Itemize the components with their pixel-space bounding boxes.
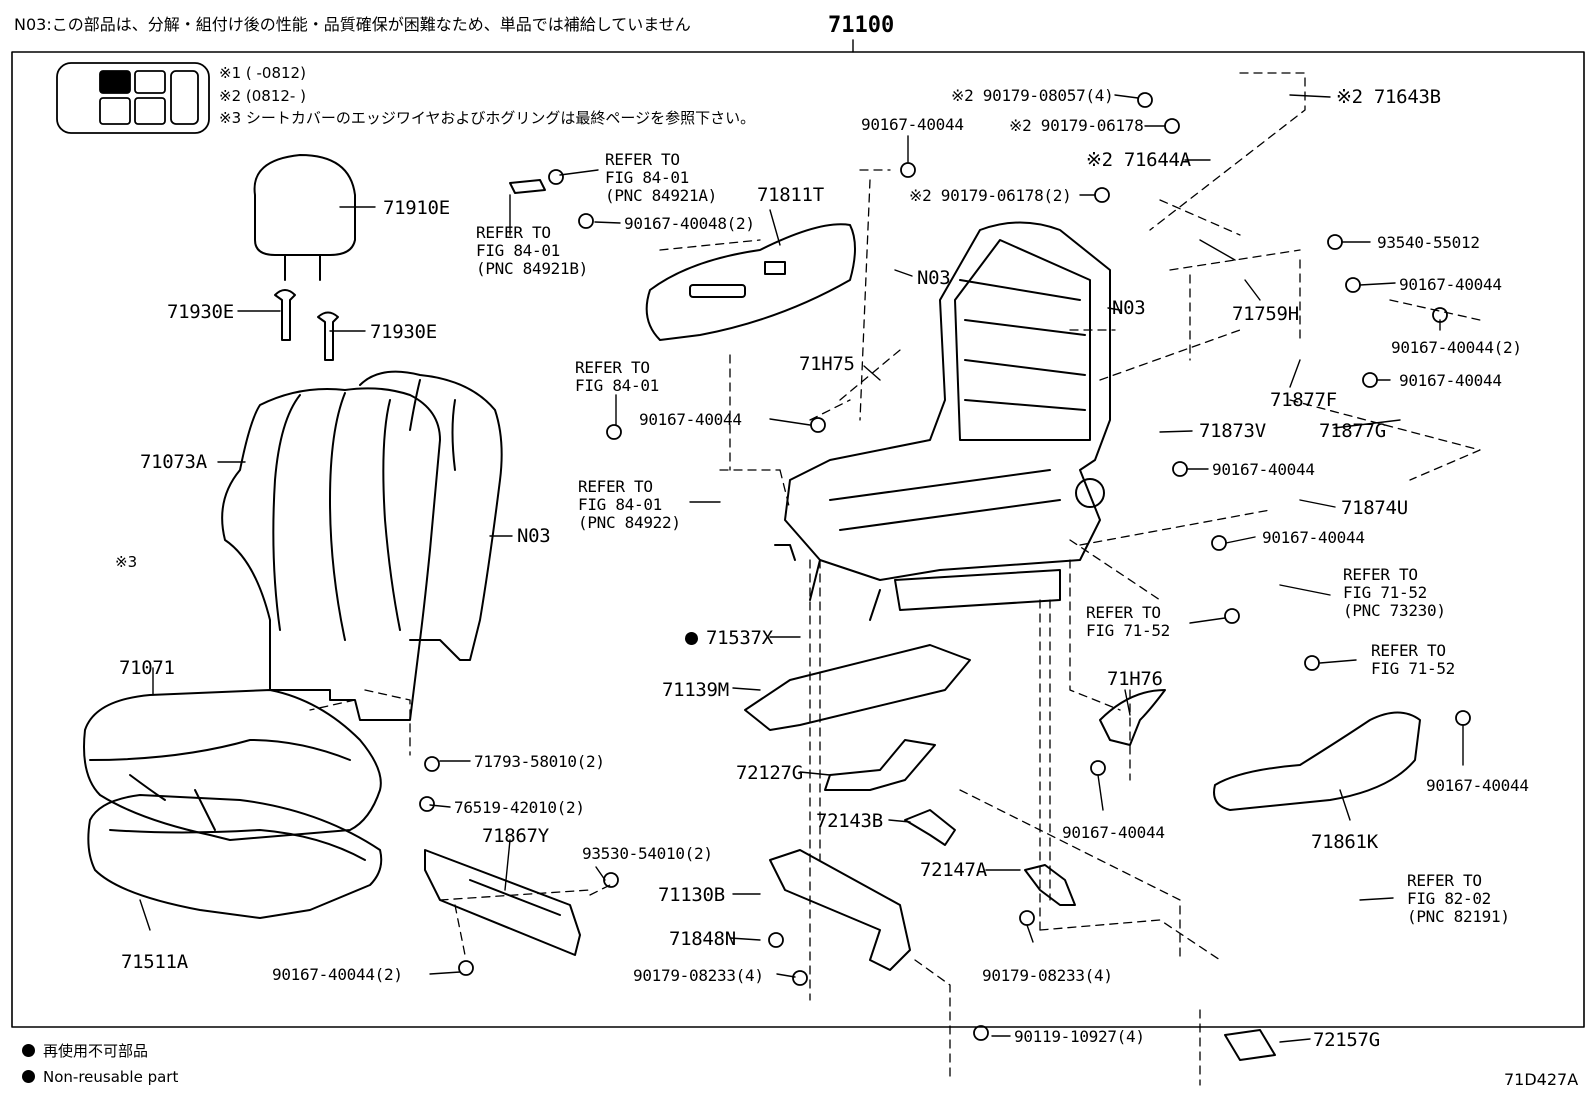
part-label-71930e-2[interactable]: 71930E [370, 321, 437, 343]
seat-frame-drawing [774, 221, 1111, 621]
legend-note-1: ※1 ( -0812) [219, 64, 306, 82]
part-label-90167-40044-r6[interactable]: 90167-40044 [1426, 776, 1529, 795]
note-3-marker: ※3 [115, 553, 138, 571]
part-label-90179-08233-b[interactable]: 90179-08233(4) [982, 966, 1113, 985]
part-label-93540-55012[interactable]: 93540-55012 [1377, 233, 1480, 252]
part-label-72143b[interactable]: 72143B [816, 810, 883, 832]
non-reusable-dot-icon [22, 1044, 35, 1057]
part-label-93530-54010[interactable]: 93530-54010(2) [582, 844, 713, 863]
part-label-71h75[interactable]: 71H75 [799, 353, 855, 375]
headrest-drawing [253, 154, 356, 361]
figure-code: 71D427A [1504, 1070, 1579, 1089]
part-label-72127g[interactable]: 72127G [736, 762, 803, 784]
part-label-71811t[interactable]: 71811T [757, 184, 824, 206]
refer-fig-71-52-b[interactable]: REFER TO FIG 71-52 [1371, 641, 1455, 678]
part-label-90119-10927[interactable]: 90119-10927(4) [1014, 1027, 1145, 1046]
legend-non-reusable-en: Non-reusable part [22, 1068, 178, 1086]
part-label-71874u[interactable]: 71874U [1341, 497, 1408, 519]
assembly-number: 71100 [828, 13, 895, 38]
non-reusable-en-text: Non-reusable part [43, 1068, 179, 1086]
part-label-72157g[interactable]: 72157G [1313, 1029, 1380, 1051]
part-label-71867y[interactable]: 71867Y [482, 825, 549, 847]
part-label-90167-40044-r5[interactable]: 90167-40044 [1262, 528, 1365, 547]
part-label-71511a[interactable]: 71511A [121, 951, 188, 973]
refer-fig-82-02-82191[interactable]: REFER TO FIG 82-02 (PNC 82191) [1407, 871, 1510, 926]
non-reusable-dot-icon [22, 1070, 35, 1083]
part-label-90167-40044-mid[interactable]: 90167-40044 [639, 410, 742, 429]
refer-fig-84-01-84921b[interactable]: REFER TO FIG 84-01 (PNC 84921B) [476, 223, 588, 278]
part-label-90167-40044-r7[interactable]: 90167-40044 [1062, 823, 1165, 842]
part-label-71848n[interactable]: 71848N [669, 928, 736, 950]
side-shield-drawing [509, 179, 856, 341]
part-label-90179-08233-a[interactable]: 90179-08233(4) [633, 966, 764, 985]
refer-fig-84-01[interactable]: REFER TO FIG 84-01 [575, 358, 659, 395]
part-label-71930e[interactable]: 71930E [167, 301, 234, 323]
part-label-71877f[interactable]: 71877F [1270, 389, 1337, 411]
part-label-90167-40044-top[interactable]: 90167-40044 [861, 115, 964, 134]
seat-cushion-cover-drawing [83, 689, 383, 919]
refer-fig-71-52-a[interactable]: REFER TO FIG 71-52 [1086, 603, 1170, 640]
part-label-71877g[interactable]: 71877G [1319, 420, 1386, 442]
refer-fig-71-52-73230[interactable]: REFER TO FIG 71-52 (PNC 73230) [1343, 565, 1446, 620]
refer-fig-84-01-84921a[interactable]: REFER TO FIG 84-01 (PNC 84921A) [605, 150, 717, 205]
part-label-71759h[interactable]: 71759H [1232, 303, 1299, 325]
part-label-90179-06178-b[interactable]: ※2 90179-06178(2) [909, 186, 1072, 205]
part-label-n03-right[interactable]: N03 [1112, 297, 1146, 319]
legend-non-reusable-jp: 再使用不可部品 [22, 1042, 148, 1060]
part-label-71073a[interactable]: 71073A [140, 451, 207, 473]
part-label-71873v[interactable]: 71873V [1199, 420, 1266, 442]
part-label-71h76[interactable]: 71H76 [1107, 668, 1163, 690]
part-label-90167-40044-r1[interactable]: 90167-40044 [1399, 275, 1502, 294]
armrest-cover-drawing [1213, 711, 1421, 811]
seatback-cover-drawing [221, 370, 503, 721]
part-label-n03-left[interactable]: N03 [517, 525, 551, 547]
part-label-71537x[interactable]: 71537X [685, 628, 773, 648]
part-label-90167-40044-r3[interactable]: 90167-40044 [1399, 371, 1502, 390]
part-label-90167-40044-bottom[interactable]: 90167-40044(2) [272, 965, 403, 984]
part-label-71071[interactable]: 71071 [119, 657, 175, 679]
part-label-71861k[interactable]: 71861K [1311, 831, 1378, 853]
part-label-71139m[interactable]: 71139M [662, 679, 729, 701]
legend-note-3: ※3 シートカバーのエッジワイヤおよびホグリングは最終ページを参照下さい。 [219, 109, 756, 127]
dashed-reference-lines [309, 72, 1481, 1086]
seat-track-brackets-drawing [744, 644, 1276, 1061]
part-label-71793-58010[interactable]: 71793-58010(2) [474, 752, 605, 771]
non-reusable-dot-icon [685, 632, 698, 645]
seat-side-trim-drawing [424, 849, 581, 956]
part-label-90179-06178-a[interactable]: ※2 90179-06178 [1009, 116, 1144, 135]
part-label-n03-mid[interactable]: N03 [917, 267, 951, 289]
part-label-71910e[interactable]: 71910E [383, 197, 450, 219]
non-reusable-jp-text: 再使用不可部品 [43, 1042, 149, 1060]
part-label-72147a[interactable]: 72147A [920, 859, 987, 881]
part-label-71130b[interactable]: 71130B [658, 884, 725, 906]
part-label-90167-40048[interactable]: 90167-40048(2) [624, 214, 755, 233]
part-label-76519-42010[interactable]: 76519-42010(2) [454, 798, 585, 817]
refer-fig-84-01-84922[interactable]: REFER TO FIG 84-01 (PNC 84922) [578, 477, 681, 532]
legend-note-2: ※2 (0812- ) [219, 87, 306, 105]
vehicle-seat-position-icon [56, 62, 210, 134]
part-label-90167-40044-r2[interactable]: 90167-40044(2) [1391, 338, 1522, 357]
leader-lines [139, 94, 1464, 1043]
part-label-71643b[interactable]: ※2 71643B [1336, 86, 1441, 108]
diagram-frame [11, 51, 1585, 1028]
part-label-71644a[interactable]: ※2 71644A [1086, 149, 1191, 171]
part-label-90167-40044-r4[interactable]: 90167-40044 [1212, 460, 1315, 479]
part-label-90179-08057[interactable]: ※2 90179-08057(4) [951, 86, 1114, 105]
n03-note: N03:この部品は、分解・組付け後の性能・品質確保が困難なため、単品では補給して… [14, 15, 691, 34]
part-label-71537x-text: 71537X [706, 627, 773, 649]
